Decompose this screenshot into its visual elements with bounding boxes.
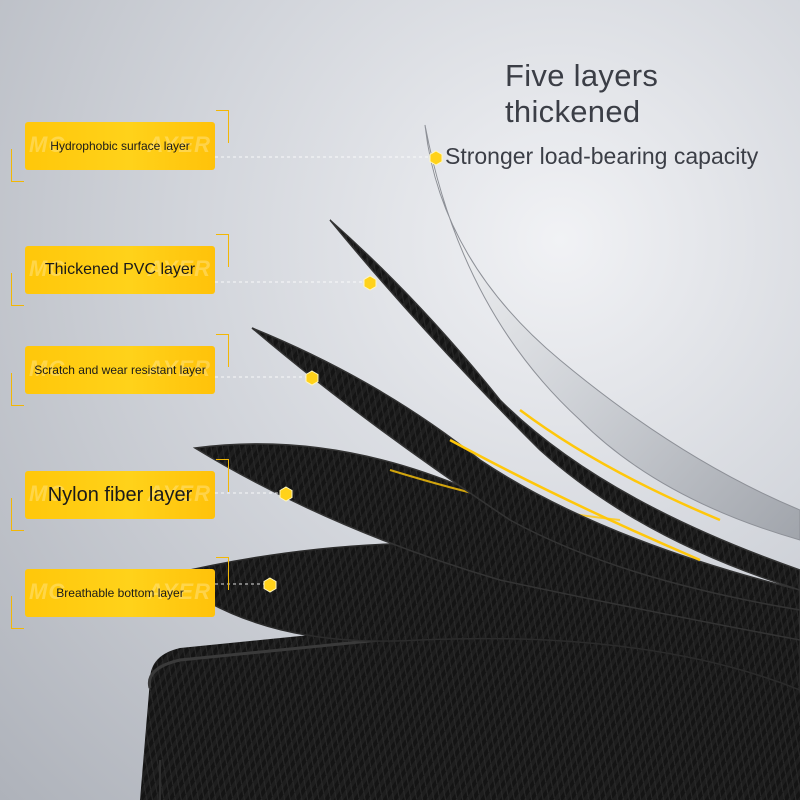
bracket-corner (216, 234, 229, 267)
bracket-corner (11, 373, 24, 406)
tag-label: Hydrophobic surface layer (50, 139, 190, 153)
layer-tag-scratch-resistant: MC AYER Scratch and wear resistant layer (11, 334, 229, 406)
bracket-corner (11, 149, 24, 182)
tag-label: Nylon fiber layer (47, 484, 193, 506)
bracket-corner (216, 557, 229, 590)
bracket-corner (216, 334, 229, 367)
sheet-scratch-resistant (251, 327, 800, 611)
tag-watermark-right: AYER (147, 356, 211, 381)
bracket-corner (11, 596, 24, 629)
tag-watermark-right: AYER (147, 132, 211, 157)
layer-tag-nylon-fiber: MC AYER Nylon fiber layer (11, 459, 229, 531)
marker-hex-icon (305, 370, 319, 386)
tag-watermark-right: AYER (147, 481, 211, 506)
sheet-stripe (449, 438, 701, 562)
tag-watermark-left: MC (29, 579, 66, 604)
tag-plate (25, 471, 215, 519)
tag-label: Breathable bottom layer (56, 586, 184, 600)
marker-hex-icon (279, 486, 293, 502)
layer-tag-hydrophobic: MC AYER Hydrophobic surface layer (11, 110, 229, 182)
layer-markers (263, 150, 443, 593)
tag-plate (25, 569, 215, 617)
tag-watermark-right: AYER (147, 256, 211, 281)
bracket-corner (11, 498, 24, 531)
tag-label: Scratch and wear resistant layer (34, 363, 206, 377)
tag-watermark-left: MC (29, 132, 66, 157)
bracket-corner (216, 459, 229, 492)
leader-lines (215, 156, 430, 585)
sheet-stripe (519, 408, 721, 522)
layer-tag-breathable-bottom: MC AYER Breathable bottom layer (11, 557, 229, 629)
headline-subtitle: Stronger load-bearing capacity (445, 143, 759, 169)
tag-watermark-left: MC (29, 481, 66, 506)
tag-plate (25, 346, 215, 394)
marker-hex-icon (429, 150, 443, 166)
sheet-thickened-pvc (329, 219, 800, 591)
storage-box (140, 600, 800, 800)
headline-title: Five layers thickened (505, 58, 659, 129)
tag-plate (25, 246, 215, 294)
sheet-nylon-fiber (192, 443, 800, 641)
tag-watermark-left: MC (29, 356, 66, 381)
tag-label: Thickened PVC layer (44, 261, 196, 278)
tag-watermark-right: AYER (147, 579, 211, 604)
layer-tag-thickened-pvc: MC AYER Thickened PVC layer (11, 234, 229, 306)
bracket-corner (11, 273, 24, 306)
marker-hex-icon (263, 577, 277, 593)
marker-hex-icon (363, 275, 377, 291)
tag-watermark-left: MC (29, 256, 66, 281)
tag-plate (25, 122, 215, 170)
bracket-corner (216, 110, 229, 143)
